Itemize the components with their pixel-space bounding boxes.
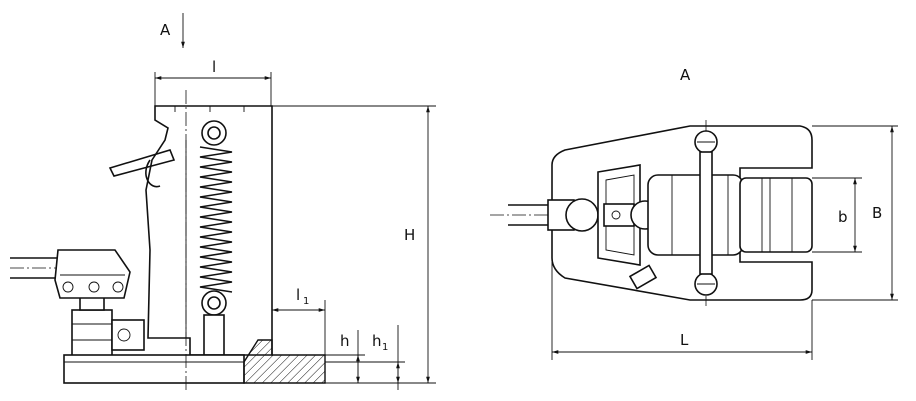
svg-text:b: b — [838, 208, 848, 226]
dim-inner-width: b — [812, 177, 862, 253]
dim-toe-height: h — [325, 330, 365, 383]
ram-block — [647, 174, 813, 256]
svg-text:l: l — [212, 58, 216, 76]
dim-toe-length: l 1 — [272, 286, 326, 355]
svg-text:1: 1 — [303, 296, 309, 307]
svg-text:B: B — [872, 204, 882, 222]
handle-bracket — [597, 164, 660, 266]
svg-text:H: H — [404, 226, 415, 244]
top-view-title: A — [680, 66, 691, 84]
dim-length: L — [551, 262, 813, 360]
pump-assembly — [71, 295, 145, 373]
bolts — [628, 120, 718, 306]
dim-total-height: H — [272, 105, 436, 384]
svg-text:L: L — [680, 331, 689, 349]
jack-body — [108, 105, 273, 356]
view-arrow-label: A — [160, 21, 171, 39]
dim-toe-height-2: h 1 — [325, 325, 405, 390]
svg-text:1: 1 — [382, 342, 388, 353]
dim-top-width: l — [154, 58, 272, 106]
dim-width: B — [812, 125, 898, 301]
spring — [199, 120, 233, 356]
svg-text:h: h — [372, 332, 382, 350]
toe — [243, 339, 326, 384]
side-view: A l — [10, 13, 436, 392]
svg-text:l: l — [296, 286, 300, 304]
hose-valve — [10, 249, 131, 299]
top-view: A — [490, 66, 898, 360]
base — [63, 90, 245, 392]
svg-text:h: h — [340, 332, 350, 350]
